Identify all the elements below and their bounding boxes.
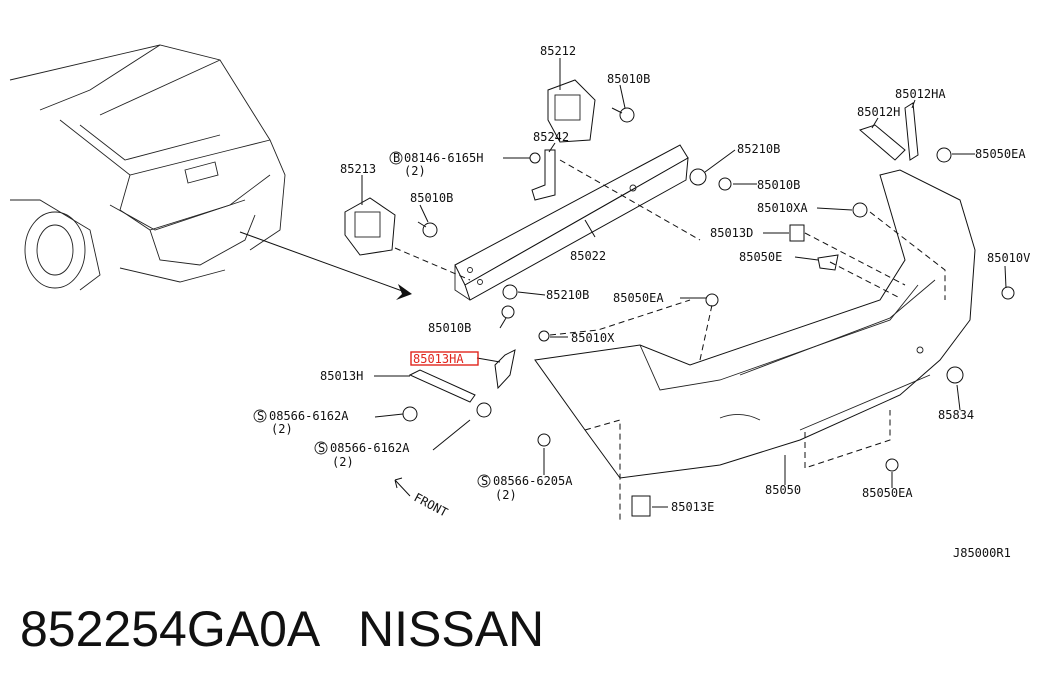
highlight-box bbox=[410, 351, 479, 366]
s-circle-icon bbox=[477, 474, 491, 488]
callout-85012ha: 85012HA bbox=[895, 87, 946, 101]
callout-85050ea-mid: 85050EA bbox=[613, 291, 664, 305]
bumper-side-brackets bbox=[408, 349, 516, 403]
callout-85050ea-top: 85050EA bbox=[975, 147, 1026, 161]
callout-08566-6162a-a-qty: (2) bbox=[271, 422, 293, 436]
brand-name: NISSAN bbox=[358, 601, 544, 657]
callout-85210b-top: 85210B bbox=[737, 142, 780, 156]
part-number: 852254GA0A bbox=[20, 601, 321, 657]
callout-85013e: 85013E bbox=[671, 500, 714, 514]
pointer-arrow bbox=[239, 231, 412, 300]
callout-85242: 85242 bbox=[533, 130, 569, 144]
callout-85212: 85212 bbox=[540, 44, 576, 58]
callout-85050: 85050 bbox=[765, 483, 801, 497]
leader-lines bbox=[361, 58, 1007, 508]
callout-85013d: 85013D bbox=[710, 226, 753, 240]
callout-08566-6205a: 08566-6205A bbox=[493, 474, 573, 488]
callout-08146-qty: (2) bbox=[404, 164, 426, 178]
svg-text:S: S bbox=[257, 409, 264, 423]
callout-85010b-top: 85010B bbox=[607, 72, 650, 86]
callout-85834: 85834 bbox=[938, 408, 974, 422]
callout-85010v: 85010V bbox=[987, 251, 1030, 265]
rear-bumper-fascia-85050 bbox=[534, 169, 976, 479]
callout-08146-6165h: 08146-6165H bbox=[404, 151, 483, 165]
callout-08566-6162a-b: 08566-6162A bbox=[330, 441, 410, 455]
bracket-85213 bbox=[344, 197, 396, 256]
bumper-reinforcement-85022 bbox=[454, 144, 689, 301]
callout-85010x: 85010X bbox=[571, 331, 615, 345]
s-circle-icon bbox=[389, 151, 403, 165]
callout-85013ha-highlighted: 85013HA bbox=[413, 352, 464, 366]
bracket-85212 bbox=[547, 79, 596, 143]
callout-08566-6162a-a: 08566-6162A bbox=[269, 409, 349, 423]
callout-85010b-left: 85010B bbox=[410, 191, 453, 205]
callout-85010b-low: 85010B bbox=[428, 321, 471, 335]
vehicle-rear-outline bbox=[9, 44, 286, 291]
dashed-leaders bbox=[394, 159, 946, 520]
callout-85050e: 85050E bbox=[739, 250, 782, 264]
callout-08566-6205a-qty: (2) bbox=[495, 488, 517, 502]
callout-85050ea-low: 85050EA bbox=[862, 486, 913, 500]
callout-85013h: 85013H bbox=[320, 369, 363, 383]
callout-08566-6162a-b-qty: (2) bbox=[332, 455, 354, 469]
s-circle-icon bbox=[314, 441, 328, 455]
callout-85012h: 85012H bbox=[857, 105, 900, 119]
svg-text:S: S bbox=[481, 474, 488, 488]
svg-text:S: S bbox=[318, 441, 325, 455]
bracket-85242 bbox=[531, 149, 556, 201]
callout-labels: 85212 85010B 85242 B 08146-6165H (2) 852… bbox=[253, 44, 1030, 560]
callout-85010b-mid: 85010B bbox=[757, 178, 800, 192]
callout-85010xa: 85010XA bbox=[757, 201, 808, 215]
callout-85022: 85022 bbox=[570, 249, 606, 263]
s-circle-icon bbox=[253, 409, 267, 423]
callout-85210b-low: 85210B bbox=[546, 288, 589, 302]
front-direction-arrow-icon bbox=[394, 477, 411, 497]
upper-brackets-85012 bbox=[859, 102, 919, 161]
front-label: FRONT bbox=[412, 490, 450, 519]
drawing-id: J85000R1 bbox=[953, 546, 1011, 560]
callout-85213: 85213 bbox=[340, 162, 376, 176]
svg-text:B: B bbox=[393, 151, 400, 165]
